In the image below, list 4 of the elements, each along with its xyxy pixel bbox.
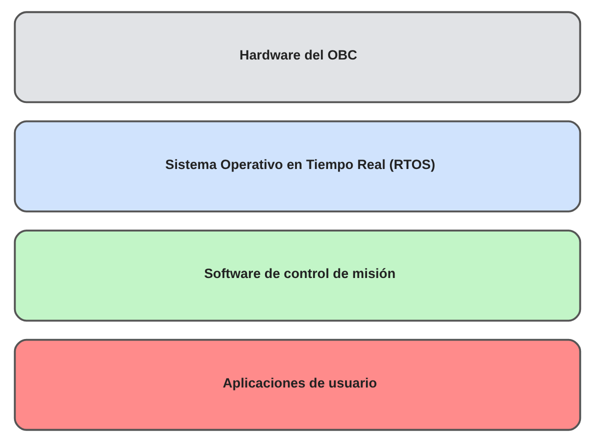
node-box: Hardware del OBC — [13, 11, 581, 104]
node-box: Aplicaciones de usuario — [13, 338, 581, 431]
node-box: Sistema Operativo en Tiempo Real (RTOS) — [13, 120, 581, 212]
node-box: Software de control de misión — [13, 230, 581, 322]
